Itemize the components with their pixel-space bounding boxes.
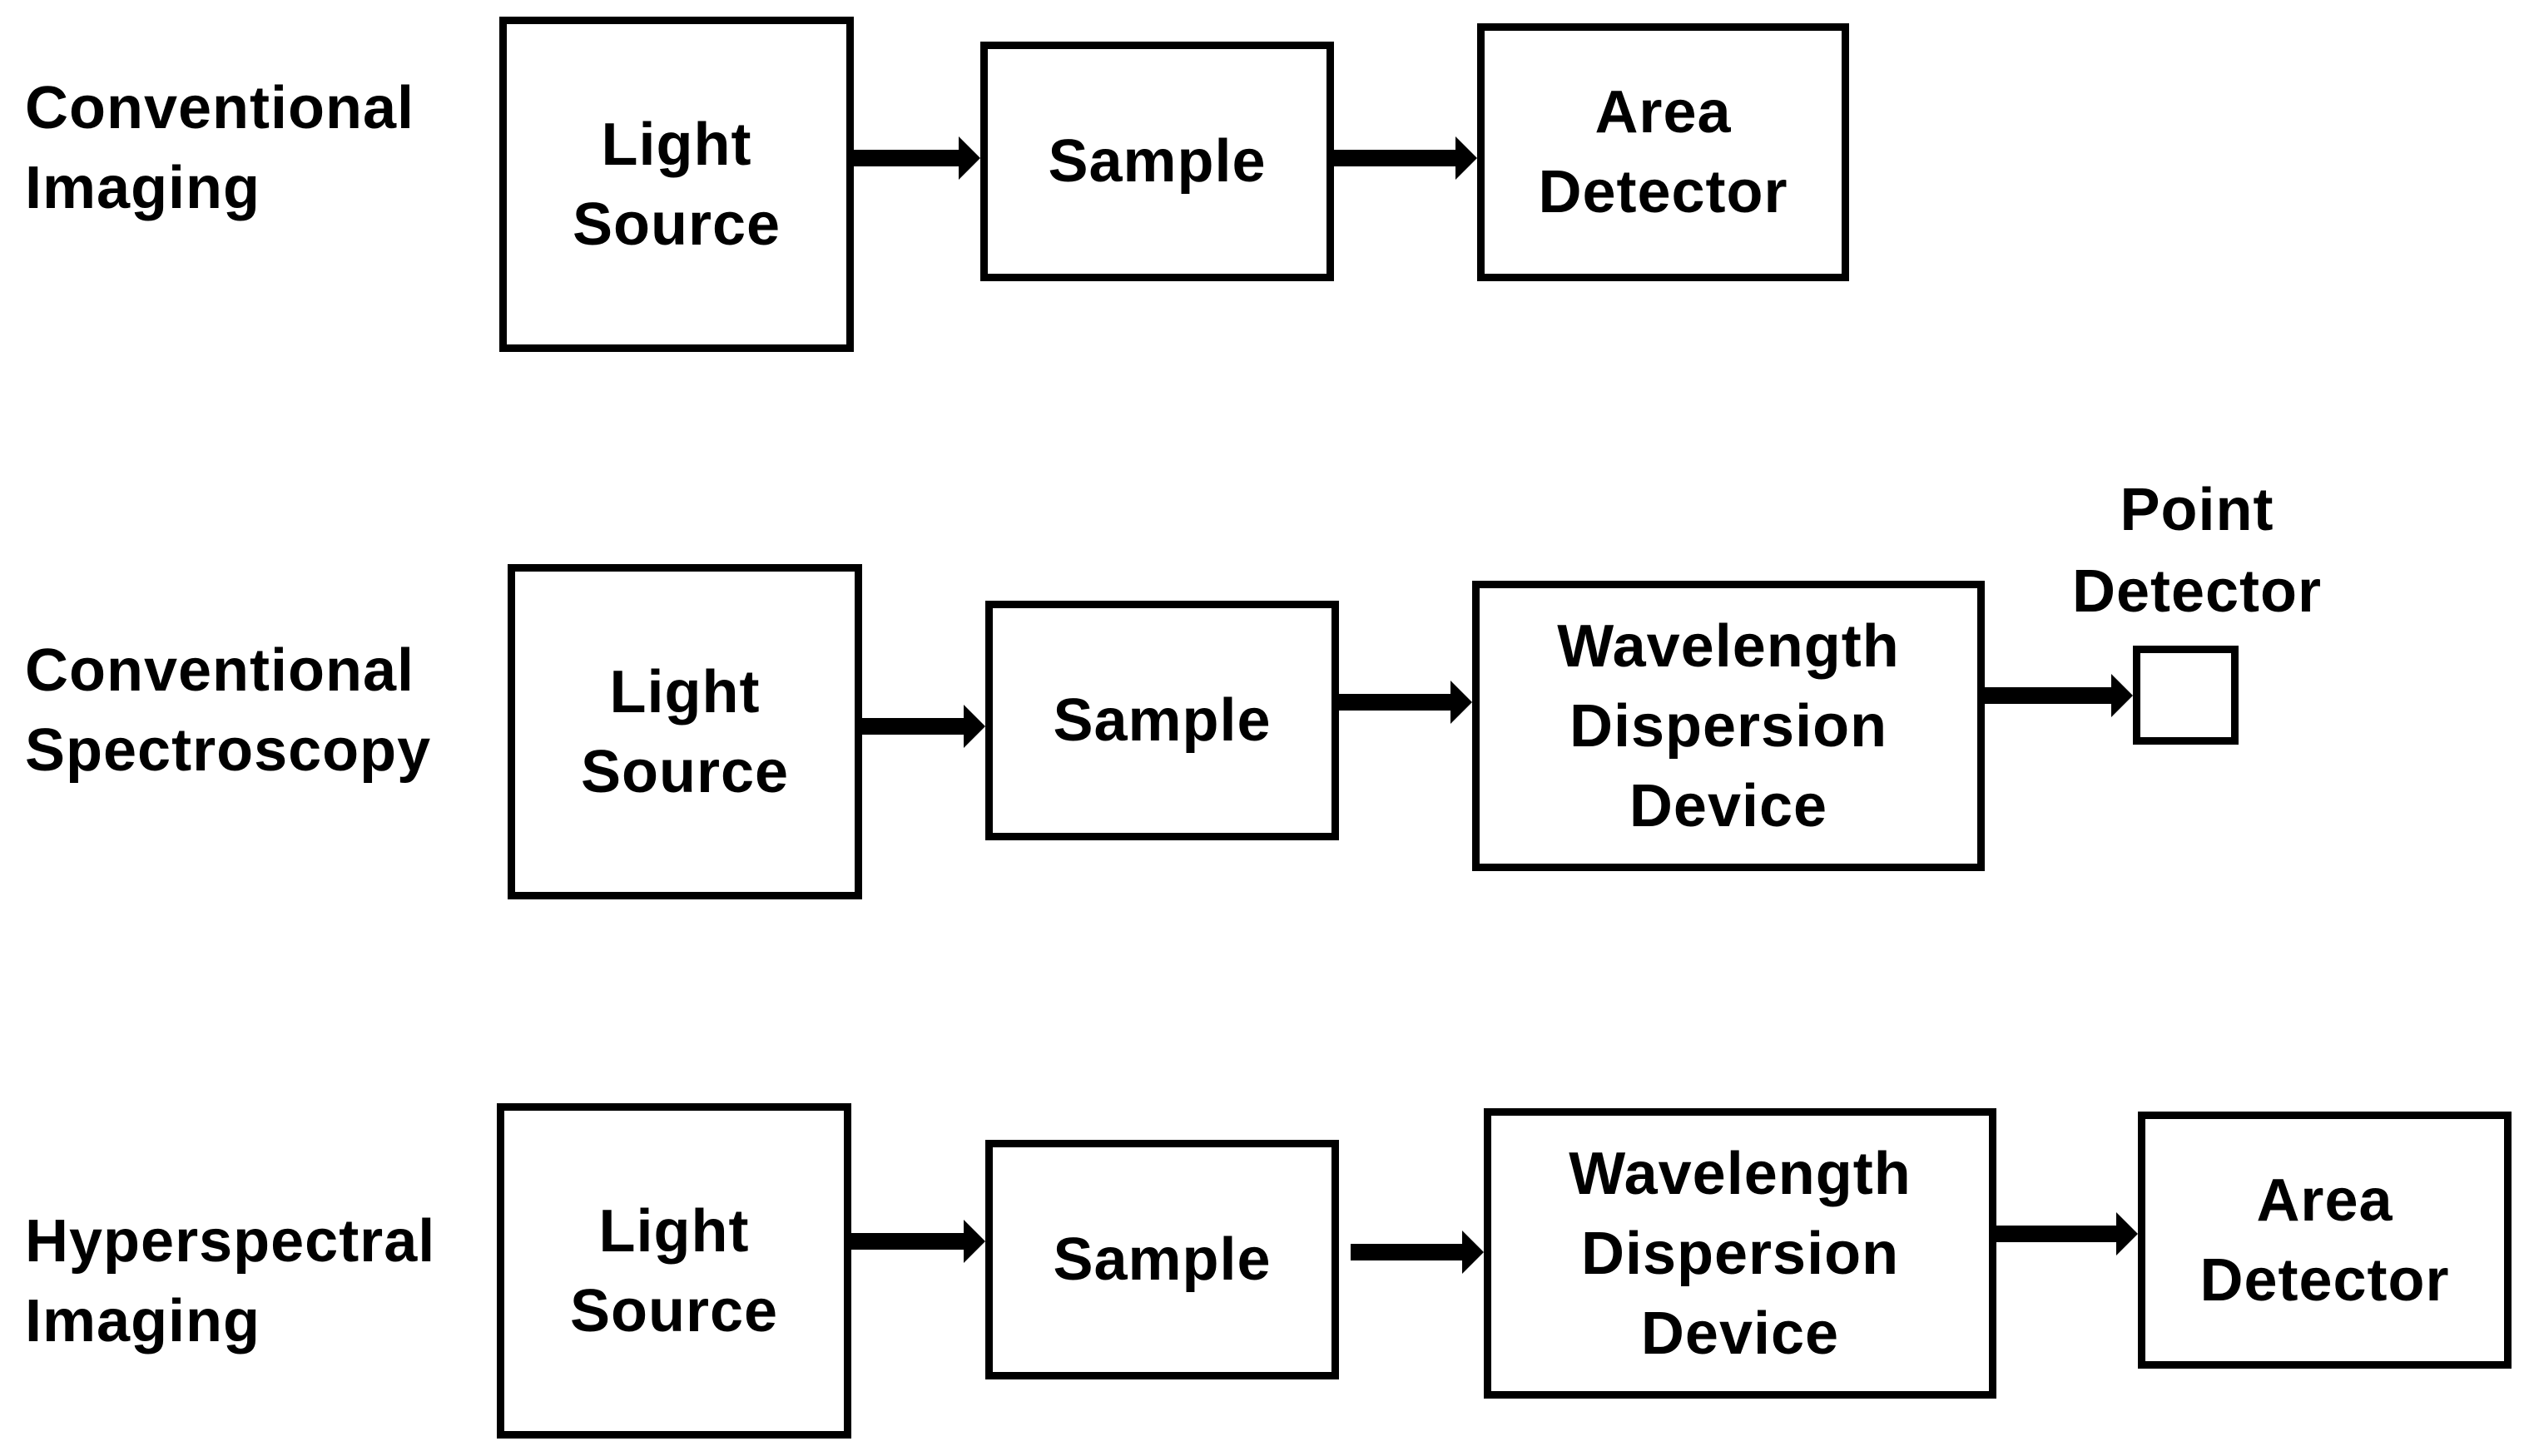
arrow-head xyxy=(964,1220,985,1263)
light-source-box: Light Source xyxy=(508,564,862,899)
flow-arrow xyxy=(1985,674,2133,717)
flow-arrow xyxy=(1334,136,1477,180)
arrow-head xyxy=(1450,681,1472,724)
row-label-conventional-imaging: Conventional Imaging xyxy=(25,68,414,228)
flow-arrow xyxy=(1351,1231,1484,1274)
row-label-line: Spectroscopy xyxy=(25,717,432,784)
box-text: Device xyxy=(1640,1300,1840,1367)
arrow-shaft xyxy=(1334,150,1457,166)
point-detector-box xyxy=(2133,646,2239,745)
box-text: Light xyxy=(609,658,761,726)
arrow-head xyxy=(959,136,980,180)
box-text: Device xyxy=(1629,772,1828,839)
box-text: Light xyxy=(601,111,752,178)
row-label-hyperspectral-imaging: Hyperspectral Imaging xyxy=(25,1201,435,1361)
arrow-shaft xyxy=(1351,1244,1464,1260)
light-source-box: Light Source xyxy=(499,17,854,352)
flow-arrow xyxy=(862,705,985,748)
arrow-head xyxy=(2116,1212,2138,1255)
flow-arrow xyxy=(851,1220,985,1263)
box-text: Area xyxy=(2256,1166,2393,1234)
area-detector-box: Area Detector xyxy=(1477,23,1849,281)
arrow-head xyxy=(964,705,985,748)
flow-arrow xyxy=(1996,1212,2138,1255)
arrow-head xyxy=(1462,1231,1484,1274)
box-text: Detector xyxy=(2199,1246,2450,1314)
arrow-shaft xyxy=(851,1233,965,1250)
box-text: Dispersion xyxy=(1580,1220,1900,1287)
box-text: Sample xyxy=(1053,1226,1272,1293)
box-text: Source xyxy=(572,191,781,258)
arrow-shaft xyxy=(1339,694,1452,711)
arrow-shaft xyxy=(854,150,960,166)
sample-box: Sample xyxy=(985,601,1339,840)
row-label-line: Conventional xyxy=(25,637,415,704)
box-text: Area xyxy=(1594,79,1732,146)
light-source-box: Light Source xyxy=(497,1103,851,1439)
flow-arrow xyxy=(854,136,980,180)
area-detector-box: Area Detector xyxy=(2138,1112,2512,1369)
arrow-shaft xyxy=(1996,1226,2118,1242)
box-text: Source xyxy=(569,1277,779,1345)
row-label-line: Imaging xyxy=(25,1288,261,1354)
point-detector-label-line: Detector xyxy=(2071,558,2323,625)
point-detector-label: Point Detector xyxy=(2043,469,2351,632)
sample-box: Sample xyxy=(980,42,1334,281)
box-text: Source xyxy=(580,738,790,805)
row-label-line: Hyperspectral xyxy=(25,1208,436,1275)
row-label-line: Imaging xyxy=(25,155,261,221)
box-text: Sample xyxy=(1048,128,1267,195)
row-label-line: Conventional xyxy=(25,75,415,141)
row-label-conventional-spectroscopy: Conventional Spectroscopy xyxy=(25,631,431,790)
box-text: Detector xyxy=(1538,159,1788,225)
wavelength-dispersion-device-box: Wavelength Dispersion Device xyxy=(1472,581,1985,871)
flow-arrow xyxy=(1339,681,1472,724)
point-detector-label-line: Point xyxy=(2120,477,2274,543)
box-text: Light xyxy=(598,1197,750,1265)
arrow-head xyxy=(1455,136,1477,180)
arrow-shaft xyxy=(1985,687,2113,704)
sample-box: Sample xyxy=(985,1140,1339,1379)
box-text: Wavelength xyxy=(1569,1140,1912,1207)
box-text: Wavelength xyxy=(1557,612,1900,680)
arrow-head xyxy=(2111,674,2133,717)
box-text: Sample xyxy=(1053,687,1272,754)
arrow-shaft xyxy=(862,718,965,735)
box-text: Dispersion xyxy=(1569,692,1888,760)
wavelength-dispersion-device-box: Wavelength Dispersion Device xyxy=(1484,1108,1996,1399)
